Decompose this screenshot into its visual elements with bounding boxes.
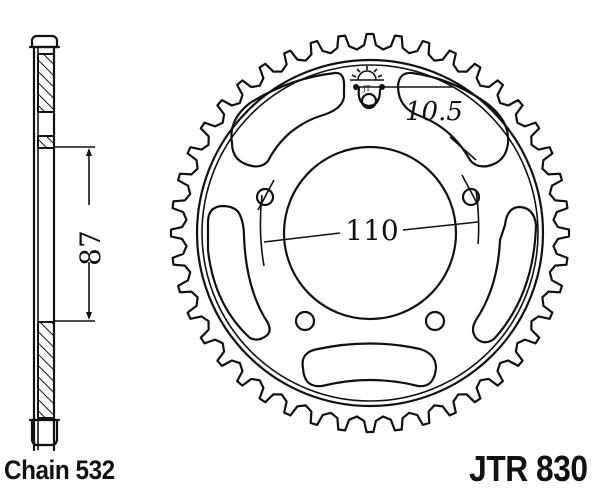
part-number-label: JTR 830 xyxy=(469,448,589,489)
bolt-circle-diameter-label: 110 xyxy=(345,214,398,247)
sprocket-teeth xyxy=(169,32,571,434)
manufacturer-logo-icon: JT xyxy=(350,66,384,93)
side-section-view: 87 xyxy=(28,34,107,452)
bolt-holes xyxy=(255,86,481,332)
centre-bore xyxy=(282,145,458,321)
chain-size-label: Chain 532 xyxy=(4,455,115,485)
front-view: 110 10.5 JT xyxy=(169,32,571,434)
lightening-slots xyxy=(206,71,538,388)
svg-text:JT: JT xyxy=(362,85,371,93)
bolt-hole-diameter-label: 10.5 xyxy=(405,97,463,127)
side-dimension-label: 87 xyxy=(74,230,107,266)
